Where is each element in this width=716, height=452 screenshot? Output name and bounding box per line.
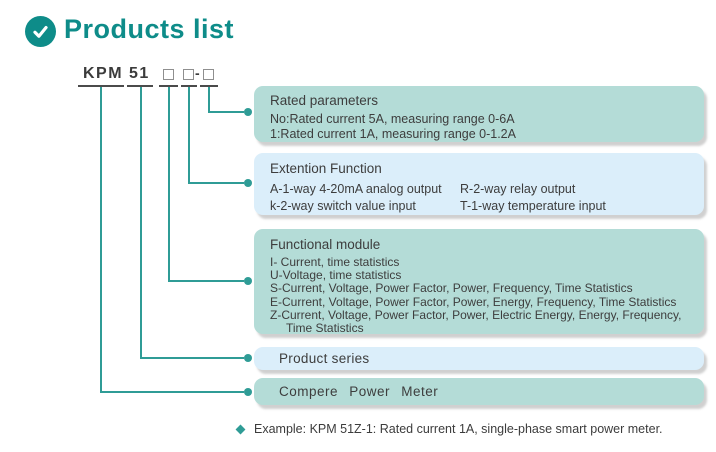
connector-extention-vline (188, 87, 190, 184)
connector-compere-dot (244, 388, 252, 396)
box-extention-left-column: A-1-way 4-20mA analog output k-2-way swi… (270, 181, 460, 215)
connector-compere-hline (100, 391, 244, 393)
box-functional-line: S-Current, Voltage, Power Factor, Power,… (270, 281, 633, 296)
connector-series-hline (140, 357, 244, 359)
box-product-series: Product series (254, 347, 704, 370)
check-icon-glyph (33, 25, 48, 38)
placeholder-square-functional (163, 69, 174, 80)
box-rated-title: Rated parameters (270, 93, 379, 108)
connector-functional-hline (168, 280, 244, 282)
box-extention-function: Extention Function A-1-way 4-20mA analog… (254, 153, 704, 215)
underline-prefix (78, 85, 124, 87)
box-functional-line: Time Statistics (286, 321, 364, 336)
box-compere-power-meter: Compere Power Meter (254, 378, 704, 405)
box-extention-columns: A-1-way 4-20mA analog output k-2-way swi… (270, 181, 704, 215)
box-extention-line: R-2-way relay output (460, 182, 576, 196)
box-extention-line: k-2-way switch value input (270, 199, 416, 213)
model-series: 51 (129, 65, 150, 82)
connector-series-dot (244, 354, 252, 362)
box-functional-module: Functional module I- Current, time stati… (254, 229, 704, 336)
model-prefix: KPM (83, 65, 124, 82)
connector-rated-dot (244, 108, 252, 116)
box-rated-line: No:Rated current 5A, measuring range 0-6… (270, 112, 515, 126)
example-text: Example: KPM 51Z-1: Rated current 1A, si… (254, 422, 663, 436)
underline-functional (159, 85, 178, 87)
box-rated-line: 1:Rated current 1A, measuring range 0-1.… (270, 127, 516, 141)
model-hyphen: - (195, 65, 200, 81)
connector-rated-hline (208, 111, 244, 113)
connector-extention-dot (244, 179, 252, 187)
connector-functional-dot (244, 277, 252, 285)
check-icon (25, 16, 56, 47)
placeholder-square-rated (203, 69, 214, 80)
box-functional-line: U-Voltage, time statistics (270, 268, 402, 283)
diamond-icon (235, 424, 246, 435)
box-extention-title: Extention Function (270, 161, 382, 176)
box-extention-right-column: R-2-way relay output T-1-way temperature… (460, 181, 606, 215)
connector-compere-vline (100, 87, 102, 393)
underline-series (127, 85, 153, 87)
connector-extention-hline (188, 182, 244, 184)
underline-extention (181, 85, 197, 87)
box-functional-line: E-Current, Voltage, Power Factor, Power,… (270, 294, 677, 309)
box-extention-line: T-1-way temperature input (460, 199, 606, 213)
connector-functional-vline (168, 87, 170, 282)
box-rated-parameters: Rated parameters No:Rated current 5A, me… (254, 86, 704, 142)
box-functional-line: Z-Current, Voltage, Power Factor, Power,… (270, 307, 682, 322)
connector-rated-vline (208, 87, 210, 113)
box-functional-title: Functional module (270, 237, 381, 252)
underline-rated (200, 85, 218, 87)
connector-series-vline (140, 87, 142, 359)
box-extention-line: A-1-way 4-20mA analog output (270, 182, 442, 196)
page-title: Products list (64, 14, 235, 44)
placeholder-square-extention (183, 69, 194, 80)
box-functional-line: I- Current, time statistics (270, 255, 400, 269)
